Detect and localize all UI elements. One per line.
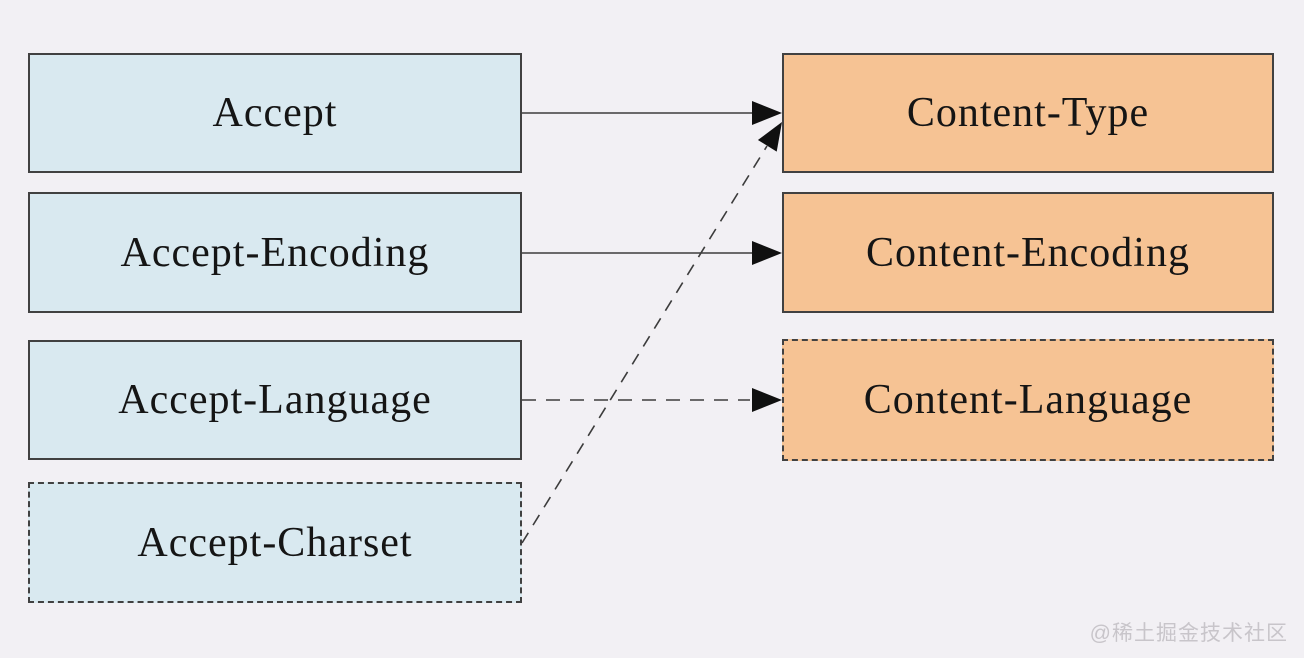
watermark-text: @稀土掘金技术社区 [1089,622,1288,645]
response-header-box-content-type: Content-Type [782,53,1274,173]
arrow-accept-charset-to-content-type [521,122,782,544]
arrow-accept-language-to-content-language [522,388,782,412]
response-header-box-content-language: Content-Language [782,339,1274,461]
request-header-box-accept-charset: Accept-Charset [28,482,522,603]
arrow-accept-encoding-to-content-encoding [522,241,782,265]
request-header-label: Accept [212,90,338,136]
request-header-label: Accept-Language [118,377,432,423]
request-header-box-accept-language: Accept-Language [28,340,522,460]
request-header-label: Accept-Encoding [120,229,430,276]
response-header-label: Content-Encoding [866,229,1190,276]
request-header-box-accept-encoding: Accept-Encoding [28,192,522,313]
response-header-label: Content-Language [863,377,1193,423]
request-header-label: Accept-Charset [137,519,413,566]
response-header-label: Content-Type [906,90,1150,136]
request-header-box-accept: Accept [28,53,522,173]
arrow-accept-to-content-type [522,101,782,125]
response-header-box-content-encoding: Content-Encoding [782,192,1274,313]
